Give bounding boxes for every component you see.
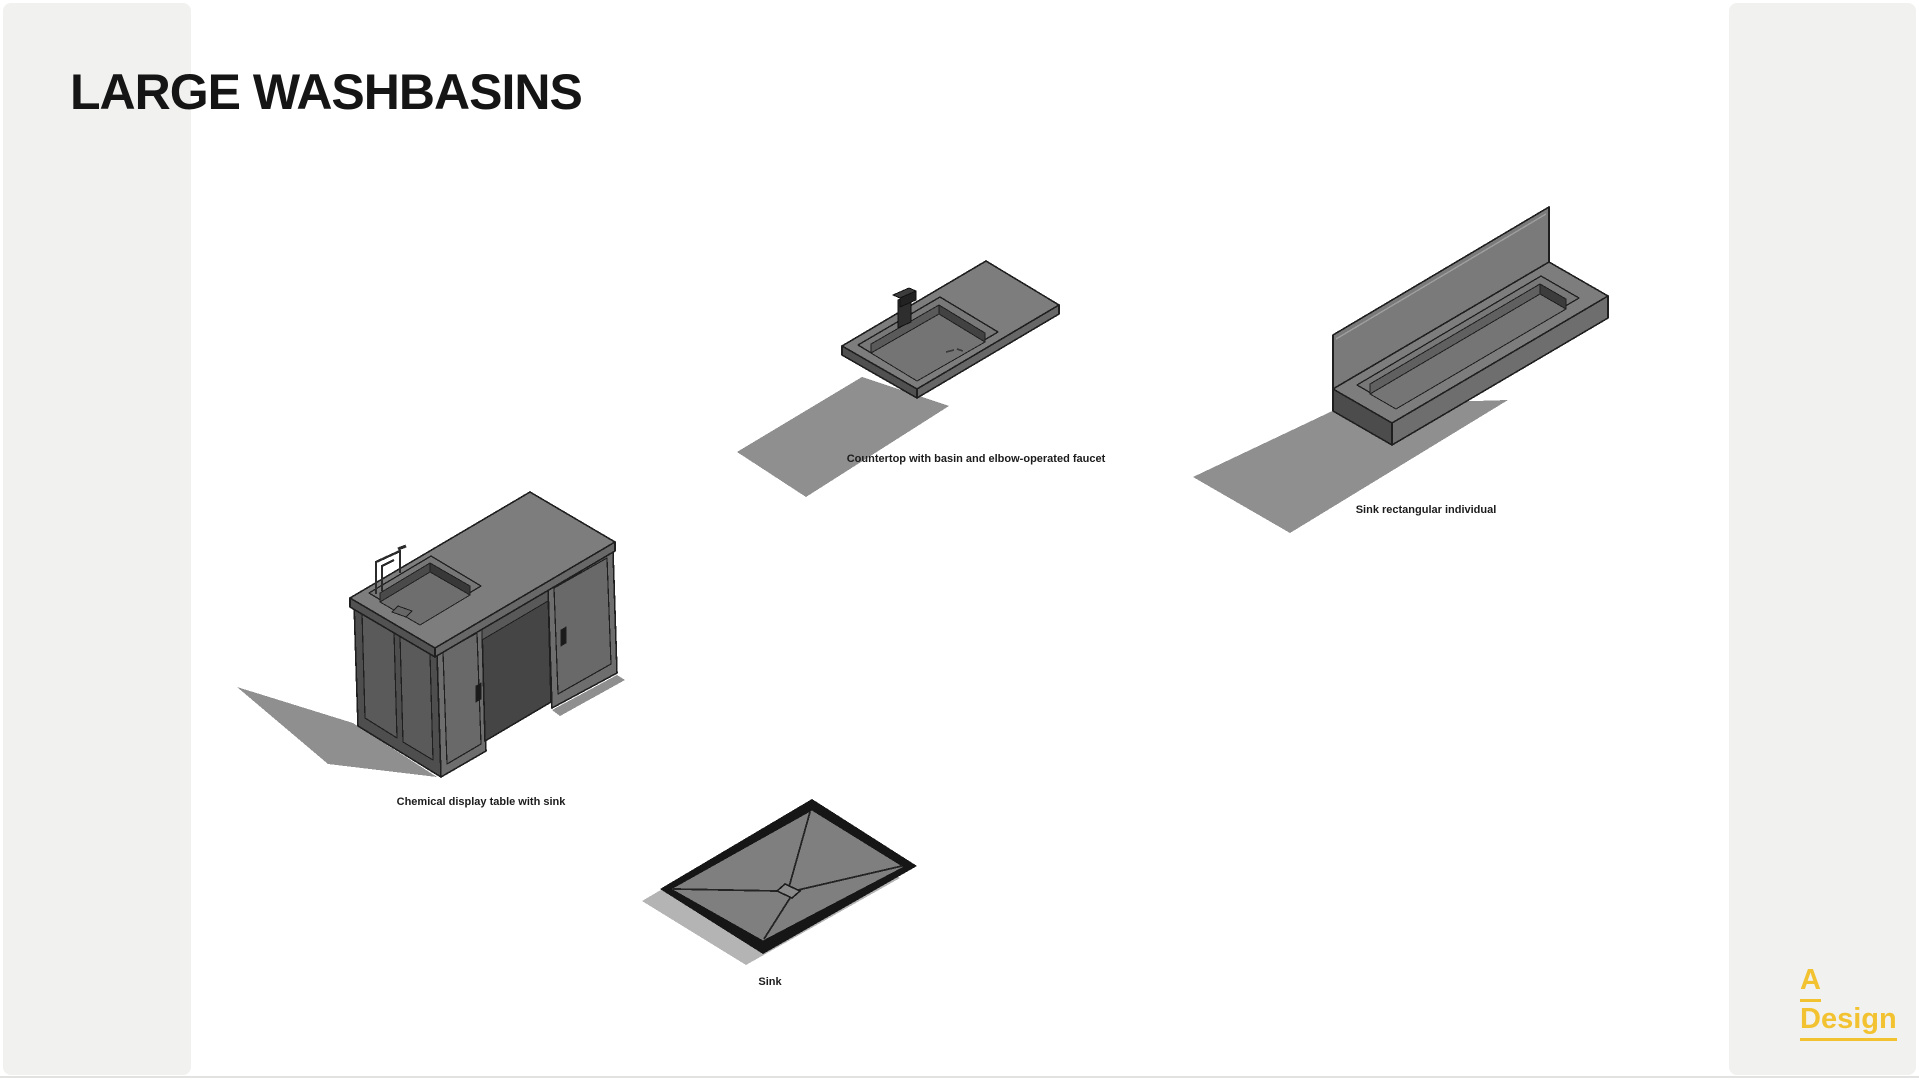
figure-chemical-display-table-image (237, 491, 625, 778)
logo-line-design: Design (1800, 1002, 1897, 1041)
figure-label-countertop-basin-faucet: Countertop with basin and elbow-operated… (846, 453, 1106, 465)
figure-sink-image (642, 799, 917, 965)
trough-sink-shadow (1193, 400, 1508, 533)
countertop-body (841, 260, 1060, 399)
logo-line-a: A (1800, 963, 1821, 1002)
table-pedestals (353, 550, 618, 778)
table-top (349, 491, 616, 658)
right-gray-panel (1729, 3, 1916, 1075)
slide-bottom-divider (0, 1076, 1919, 1078)
figure-sink-rectangular-individual-image (1193, 206, 1609, 533)
sink-pan (660, 799, 917, 954)
a-design-logo-link[interactable]: A Design (1800, 963, 1897, 1041)
figure-countertop-basin-faucet-image (737, 260, 1060, 497)
countertop-faucet (891, 287, 918, 329)
table-shadow (237, 675, 625, 777)
figure-label-sink: Sink (758, 976, 782, 988)
left-gray-panel (3, 3, 191, 1075)
countertop-shadow (737, 377, 949, 497)
figure-label-chemical-display-table: Chemical display table with sink (396, 796, 566, 808)
figure-label-sink-rectangular-individual: Sink rectangular individual (1355, 504, 1497, 516)
trough-sink-body (1332, 206, 1609, 446)
page-title: LARGE WASHBASINS (70, 63, 583, 120)
table-faucet (374, 544, 407, 594)
